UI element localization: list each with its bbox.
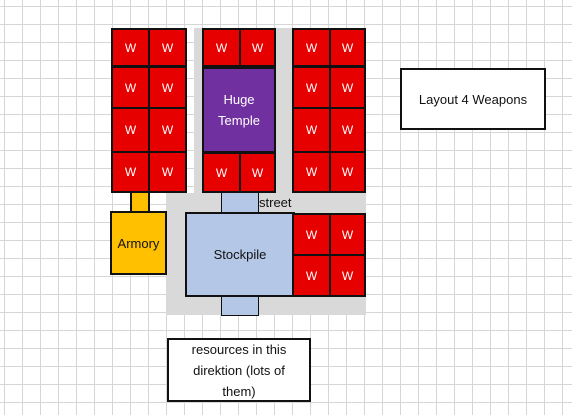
armory-connector	[130, 192, 150, 212]
resources-note-box: resources in this direktion (lots of the…	[167, 338, 311, 402]
workshop-tile: W	[202, 152, 241, 193]
stockpile-label: Stockpile	[213, 247, 267, 262]
workshop-tile: W	[111, 28, 150, 67]
workshop-tile: W	[111, 66, 150, 109]
workshop-tile: W	[239, 28, 276, 67]
armory-label: Armory	[117, 235, 160, 251]
temple-label: Huge Temple	[218, 92, 260, 128]
workshop-tile: W	[148, 66, 187, 109]
workshop-tile: W	[292, 28, 331, 67]
street-label: street	[259, 195, 292, 210]
resources-note: resources in this direktion (lots of the…	[191, 341, 287, 399]
temple-stockpile-connector	[221, 192, 259, 214]
workshop-tile: W	[329, 213, 366, 256]
layout-title: Layout 4 Weapons	[418, 91, 528, 107]
workshop-tile: W	[148, 28, 187, 67]
workshop-tile: W	[329, 107, 366, 153]
workshop-tile: W	[148, 151, 187, 193]
huge-temple: Huge Temple	[202, 67, 276, 153]
workshop-tile: W	[329, 254, 366, 297]
stockpile: Stockpile	[185, 212, 295, 297]
workshop-tile: W	[292, 213, 331, 256]
workshop-tile: W	[148, 107, 187, 153]
workshop-tile: W	[292, 254, 331, 297]
workshop-tile: W	[329, 151, 366, 193]
workshop-tile: W	[292, 151, 331, 193]
workshop-tile: W	[329, 66, 366, 109]
workshop-tile: W	[202, 28, 241, 67]
workshop-tile: W	[329, 28, 366, 67]
workshop-tile: W	[111, 151, 150, 193]
workshop-tile: W	[239, 152, 276, 193]
workshop-tile: W	[292, 66, 331, 109]
workshop-tile: W	[111, 107, 150, 153]
layout-title-box: Layout 4 Weapons	[400, 68, 546, 130]
workshop-tile: W	[292, 107, 331, 153]
armory: Armory	[110, 211, 167, 275]
stockpile-resource-connector	[221, 294, 259, 316]
